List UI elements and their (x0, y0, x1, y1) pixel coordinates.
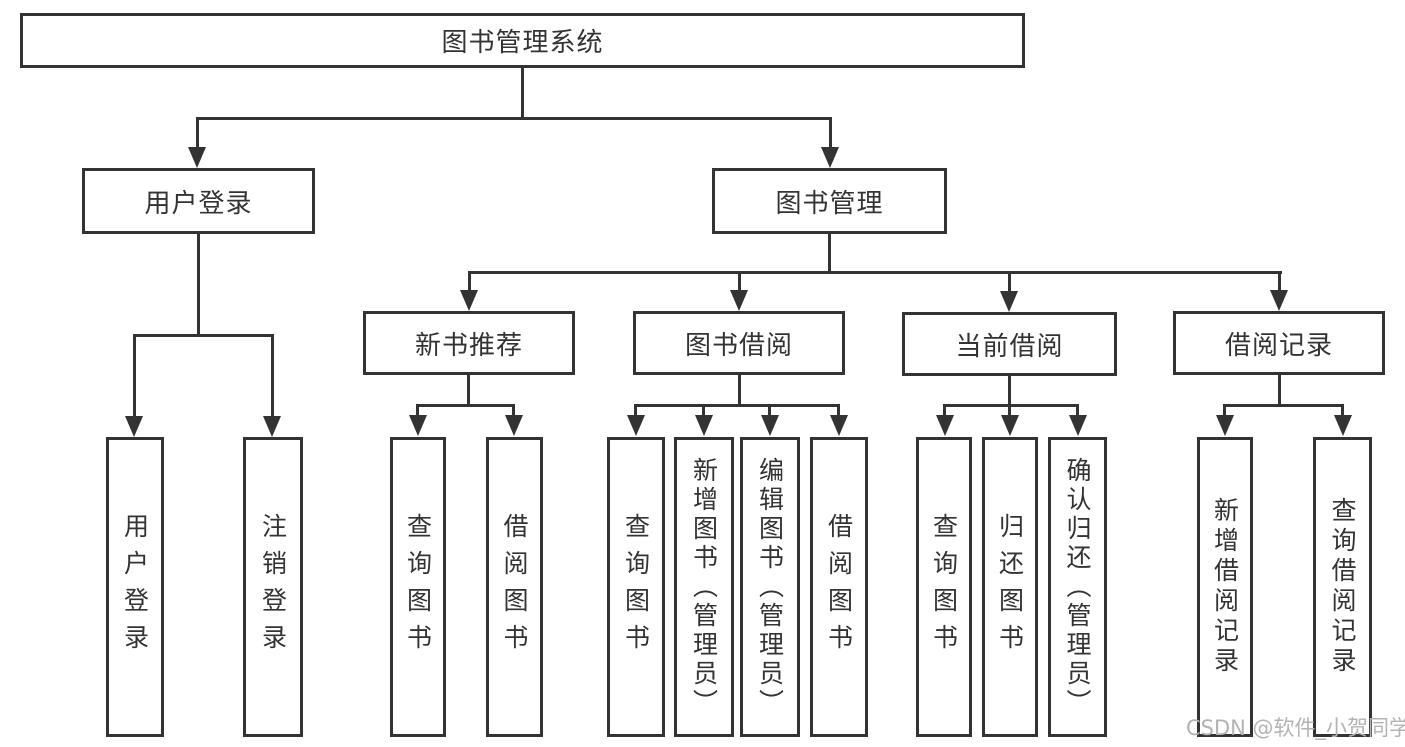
connector-borrowrecord-shaft (1278, 271, 1281, 292)
arrowhead-borrowrecord (1270, 290, 1288, 311)
leaf-edit-book-admin: 编辑图书（管理员） (740, 437, 800, 737)
leaf-logout-label: 注销登录 (258, 513, 288, 661)
node-book-management: 图书管理 (712, 168, 947, 234)
arrowhead-bookmgmt (821, 147, 839, 168)
node-borrow-record-label: 借阅记录 (1224, 330, 1333, 361)
node-new-book-recommend-label: 新书推荐 (414, 330, 523, 361)
arrowhead-leafA1 (409, 415, 427, 436)
connector-root-rail (196, 117, 832, 120)
leaf-query-book-borrow: 查询图书 (607, 437, 665, 737)
connector-leafB2-shaft (702, 404, 705, 417)
leaf-return-book-label: 归还图书 (995, 513, 1025, 661)
connector-bookmgmt-rail (468, 271, 1282, 274)
arrowhead-userlogin (188, 147, 206, 168)
arrowhead-leafA2 (505, 415, 523, 436)
arrowhead-leafB4 (830, 415, 848, 436)
leaf-add-book-admin-label: 新增图书（管理员） (689, 456, 719, 718)
connector-bookborrow-shaft (738, 271, 741, 292)
leaf-add-borrow-record: 新增借阅记录 (1197, 437, 1253, 737)
node-user-login-label: 用户登录 (144, 188, 253, 219)
connector-userlogin-stub (197, 234, 200, 337)
connector-root-stub (521, 68, 524, 119)
connector-leafA1-shaft (416, 404, 419, 417)
arrowhead-leafB3 (761, 415, 779, 436)
node-current-borrow-label: 当前借阅 (955, 331, 1064, 362)
connector-leafA2-shaft (512, 404, 515, 417)
leaf-add-book-admin: 新增图书（管理员） (674, 437, 734, 737)
arrowhead-leafB1 (627, 415, 645, 436)
leaf-user-login-label: 用户登录 (120, 513, 150, 661)
connector-leafC3-shaft (1076, 404, 1079, 417)
connector-leafC1-shaft (943, 404, 946, 417)
leaf-query-borrow-record-label: 查询借阅记录 (1328, 497, 1357, 677)
leaf-return-book: 归还图书 (982, 437, 1038, 737)
connector-currentborrow-stub (1008, 376, 1011, 406)
arrowhead-leafC1 (936, 415, 954, 436)
leaf-edit-book-admin-label: 编辑图书（管理员） (755, 456, 785, 718)
node-root: 图书管理系统 (20, 13, 1025, 68)
node-user-login: 用户登录 (82, 168, 315, 234)
node-book-borrow-label: 图书借阅 (684, 330, 793, 361)
connector-bookborrow-rail (634, 404, 840, 407)
arrowhead-leafD1 (1216, 415, 1234, 436)
leaf-add-borrow-record-label: 新增借阅记录 (1210, 497, 1240, 677)
connector-leaf-logout-shaft (271, 334, 274, 416)
connector-bookmgmt-stub (828, 234, 831, 273)
connector-userlogin-rail (133, 334, 274, 337)
leaf-query-borrow-record: 查询借阅记录 (1313, 437, 1372, 737)
connector-leafD1-shaft (1223, 404, 1226, 417)
leaf-query-book-newbook-label: 查询图书 (403, 513, 433, 661)
leaf-query-book-borrow-label: 查询图书 (621, 513, 651, 661)
node-borrow-record: 借阅记录 (1173, 311, 1385, 375)
connector-leafD2-shaft (1341, 404, 1344, 417)
connector-userlogin-shaft (196, 117, 199, 149)
leaf-borrow-book-newbook-label: 借阅图书 (500, 513, 529, 661)
arrowhead-currentborrow (1000, 291, 1018, 312)
leaf-logout: 注销登录 (243, 437, 303, 737)
node-new-book-recommend: 新书推荐 (363, 311, 575, 375)
connector-bookmgmt-shaft (829, 117, 832, 149)
connector-newbook-stub (467, 375, 470, 406)
connector-leafB1-shaft (634, 404, 637, 417)
leaf-query-book-current: 查询图书 (916, 437, 972, 737)
connector-currentborrow-rail (943, 404, 1079, 407)
leaf-query-book-newbook: 查询图书 (390, 437, 446, 737)
arrowhead-newbook (460, 290, 478, 311)
leaf-user-login: 用户登录 (106, 437, 164, 737)
arrowhead-leafD2 (1334, 415, 1352, 436)
node-book-management-label: 图书管理 (775, 188, 884, 219)
arrowhead-leaf-logout (263, 416, 281, 437)
connector-leaf-userlogin-shaft (133, 334, 136, 416)
arrowhead-bookborrow (730, 290, 748, 311)
connector-borrowrecord-stub (1278, 375, 1281, 406)
leaf-confirm-return-admin: 确认归还（管理员） (1048, 437, 1107, 737)
connector-leafB4-shaft (837, 404, 840, 417)
arrowhead-leafC3 (1069, 415, 1087, 436)
leaf-borrow-book-borrow-label: 借阅图书 (824, 513, 854, 661)
node-root-label: 图书管理系统 (441, 28, 604, 58)
node-book-borrow: 图书借阅 (633, 311, 845, 375)
csdn-watermark: CSDN @软件_小贺同学 (1186, 716, 1405, 740)
connector-currentborrow-shaft (1008, 271, 1011, 292)
leaf-query-book-current-label: 查询图书 (929, 513, 959, 661)
connector-borrowrecord-rail (1223, 404, 1343, 407)
arrowhead-leafB2 (695, 415, 713, 436)
connector-newbook-rail (416, 404, 515, 407)
node-current-borrow: 当前借阅 (902, 312, 1117, 376)
connector-leafC2-shaft (1008, 404, 1011, 417)
arrowhead-leaf-userlogin (125, 416, 143, 437)
connector-bookborrow-stub (738, 375, 741, 406)
leaf-borrow-book-borrow: 借阅图书 (810, 437, 868, 737)
leaf-borrow-book-newbook: 借阅图书 (486, 437, 543, 737)
arrowhead-leafC2 (1001, 415, 1019, 436)
leaf-confirm-return-admin-label: 确认归还（管理员） (1063, 456, 1092, 718)
connector-leafB3-shaft (768, 404, 771, 417)
connector-newbook-shaft (468, 271, 471, 292)
